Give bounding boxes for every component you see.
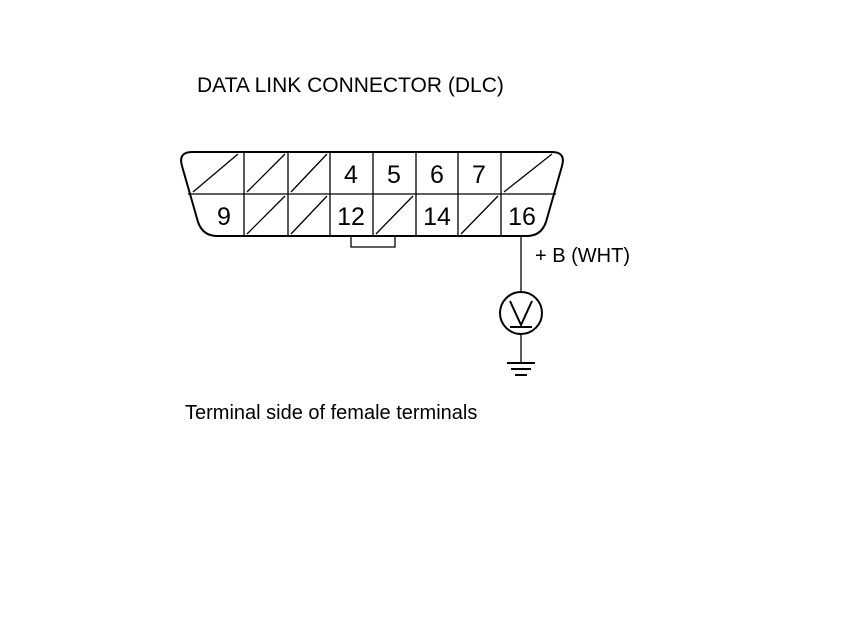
pin-label: 12 <box>337 203 365 231</box>
wire-label: + B (WHT) <box>535 245 630 267</box>
pin-label: 7 <box>472 161 486 189</box>
pin-label: 5 <box>387 161 401 189</box>
ground-icon <box>507 362 535 376</box>
unused-terminals-bottom <box>246 195 499 235</box>
connector-outline <box>180 151 564 237</box>
pin-label: 6 <box>430 161 444 189</box>
connector-lock-tab <box>350 236 396 248</box>
pin-label: 16 <box>508 203 536 231</box>
pin-label: 4 <box>344 161 358 189</box>
pin-label: 9 <box>217 203 231 231</box>
pin-label: 14 <box>423 203 451 231</box>
dlc-connector: 4 5 6 7 9 12 14 16 <box>180 151 564 248</box>
voltmeter-icon <box>499 291 543 335</box>
diagram-caption: Terminal side of female terminals <box>185 402 477 424</box>
diagram-title: DATA LINK CONNECTOR (DLC) <box>197 74 504 97</box>
column-dividers <box>243 152 502 236</box>
unused-terminals-top <box>192 153 553 193</box>
